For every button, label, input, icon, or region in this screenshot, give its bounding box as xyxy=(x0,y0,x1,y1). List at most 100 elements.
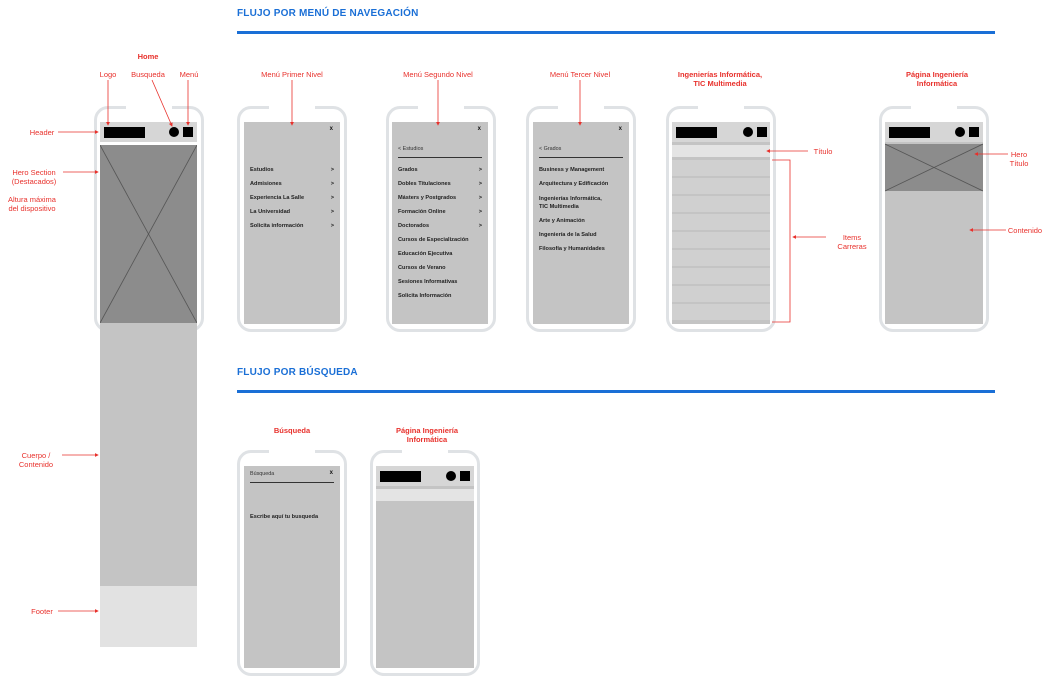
listing-item[interactable] xyxy=(672,160,770,176)
menu3-screen: x < Grados Business y Management Arquite… xyxy=(533,122,629,324)
detail-search-icon[interactable] xyxy=(955,127,965,137)
home-header xyxy=(100,122,197,142)
home-search-icon[interactable] xyxy=(169,127,179,137)
menu2-divider xyxy=(398,157,482,158)
chevron-right-icon: > xyxy=(478,167,482,173)
menu3-item[interactable]: Ingeniería de la Salud xyxy=(539,232,623,238)
home-menu-icon[interactable] xyxy=(183,127,193,137)
listing-item[interactable] xyxy=(672,178,770,194)
listing-title-bar xyxy=(672,145,770,157)
listing-item[interactable] xyxy=(672,214,770,230)
listing-logo[interactable] xyxy=(676,127,717,138)
menu1-item[interactable]: Experiencia La Salle> xyxy=(250,195,334,201)
menu-item-label: Solicita información xyxy=(250,223,304,229)
nav-flow-title: FLUJO POR MENÚ DE NAVEGACIÓN xyxy=(237,8,419,19)
listing-phone-notch xyxy=(698,104,744,109)
detail-content-annotation: Contenido xyxy=(1007,226,1043,235)
listing-item[interactable] xyxy=(672,232,770,248)
menu2-item[interactable]: Cursos de Verano xyxy=(398,265,482,271)
search-input-prompt[interactable]: Escribe aquí tu busqueda xyxy=(250,514,334,520)
detail-title-line2: Informática xyxy=(916,79,958,88)
menu1-close-icon[interactable]: x xyxy=(329,126,333,132)
menu1-item[interactable]: Solicita información> xyxy=(250,223,334,229)
menu1-item[interactable]: La Universidad> xyxy=(250,209,334,215)
menu3-divider xyxy=(539,157,623,158)
home-hero-section xyxy=(100,145,197,323)
search-close-icon[interactable]: x xyxy=(329,470,333,476)
menu2-item[interactable]: Dobles Titulaciones> xyxy=(398,181,482,187)
menu2-item[interactable]: Formación Online> xyxy=(398,209,482,215)
menu3-item[interactable]: Filosofía y Humanidades xyxy=(539,246,623,252)
listing-item[interactable] xyxy=(672,196,770,212)
home-logo-label: Logo xyxy=(99,70,117,79)
menu1-item[interactable]: Estudios> xyxy=(250,167,334,173)
menu2-item[interactable]: Cursos de Especialización xyxy=(398,237,482,243)
menu3-phone-notch xyxy=(558,104,604,109)
search-flow-rule xyxy=(237,390,995,393)
listing-items-annotation-line2: Carreras xyxy=(837,242,867,251)
chevron-right-icon: > xyxy=(330,181,334,187)
search-field-label: Búsqueda xyxy=(250,471,275,477)
home-logo[interactable] xyxy=(104,127,145,138)
menu3-item[interactable]: Ingenierías Informática, TIC Multimedia xyxy=(539,195,609,211)
listing-title-annotation: Título xyxy=(813,147,833,156)
menu-item-label: La Universidad xyxy=(250,209,291,215)
chevron-right-icon: > xyxy=(478,209,482,215)
listing-item[interactable] xyxy=(672,304,770,320)
menu3-back-link[interactable]: < Grados xyxy=(539,146,562,152)
listing-item[interactable] xyxy=(672,286,770,302)
menu-item-label: Dobles Titulaciones xyxy=(398,181,451,187)
menu2-back-link[interactable]: < Estudios xyxy=(398,146,424,152)
listing-item[interactable] xyxy=(672,250,770,266)
detail-logo[interactable] xyxy=(889,127,930,138)
listing-items-annotation-line1: Items xyxy=(842,233,862,242)
menu2-item[interactable]: Grados> xyxy=(398,167,482,173)
hero-annotation-line1: Hero Section xyxy=(12,168,56,177)
detail-screen xyxy=(885,122,983,324)
home-menu-label: Menú xyxy=(179,70,199,79)
menu-item-label: Arquitectura y Edificación xyxy=(539,181,609,187)
detail-hero-annotation-line1: Hero xyxy=(1010,150,1028,159)
menu3-item[interactable]: Business y Management xyxy=(539,167,623,173)
listing-item[interactable] xyxy=(672,268,770,284)
menu2-item[interactable]: Doctorados> xyxy=(398,223,482,229)
search-result-logo[interactable] xyxy=(380,471,421,482)
menu-item-label: Doctorados xyxy=(398,223,430,229)
search-phone-notch xyxy=(269,448,315,453)
search-result-header xyxy=(376,466,474,486)
menu3-close-icon[interactable]: x xyxy=(618,126,622,132)
menu-item-label: Educación Ejecutiva xyxy=(398,251,453,257)
chevron-right-icon: > xyxy=(478,195,482,201)
hero-annotation-line2: (Destacados) xyxy=(11,177,57,186)
detail-hero xyxy=(885,143,983,192)
search-prompt-text: Escribe aquí tu busqueda xyxy=(250,514,319,520)
menu1-screen: x Estudios> Admisiones> Experiencia La S… xyxy=(244,122,340,324)
menu2-item[interactable]: Másters y Postgrados > xyxy=(398,195,482,201)
menu2-item[interactable]: Sesiones Informativas xyxy=(398,279,482,285)
menu2-item[interactable]: Educación Ejecutiva xyxy=(398,251,482,257)
detail-hero-annotation-line2: Título xyxy=(1009,159,1029,168)
footer-annotation: Footer xyxy=(31,607,53,616)
home-title: Home xyxy=(137,52,159,61)
listing-search-icon[interactable] xyxy=(743,127,753,137)
search-result-title-line2: Informática xyxy=(406,435,448,444)
menu-item-label: Cursos de Verano xyxy=(398,265,446,271)
search-result-menu-icon[interactable] xyxy=(460,471,470,481)
menu-item-label: Cursos de Especialización xyxy=(398,237,469,243)
menu-item-label: Másters y Postgrados xyxy=(398,195,457,201)
menu-item-label: Estudios xyxy=(250,167,274,173)
listing-title-line1: Ingenierías Informática, xyxy=(677,70,763,79)
menu-item-label: Business y Management xyxy=(539,167,605,173)
menu2-item[interactable]: Solicita Información xyxy=(398,293,482,299)
listing-menu-icon[interactable] xyxy=(757,127,767,137)
menu3-item[interactable]: Arte y Animación xyxy=(539,218,623,224)
menu1-item[interactable]: Admisiones> xyxy=(250,181,334,187)
search-input-underline[interactable] xyxy=(250,482,334,483)
detail-title-line1: Página Ingeniería xyxy=(905,70,969,79)
search-result-search-icon[interactable] xyxy=(446,471,456,481)
search-result-phone-notch xyxy=(402,448,448,453)
menu3-item[interactable]: Arquitectura y Edificación xyxy=(539,181,623,187)
menu2-close-icon[interactable]: x xyxy=(477,126,481,132)
detail-menu-icon[interactable] xyxy=(969,127,979,137)
menu-item-label: Sesiones Informativas xyxy=(398,279,458,285)
